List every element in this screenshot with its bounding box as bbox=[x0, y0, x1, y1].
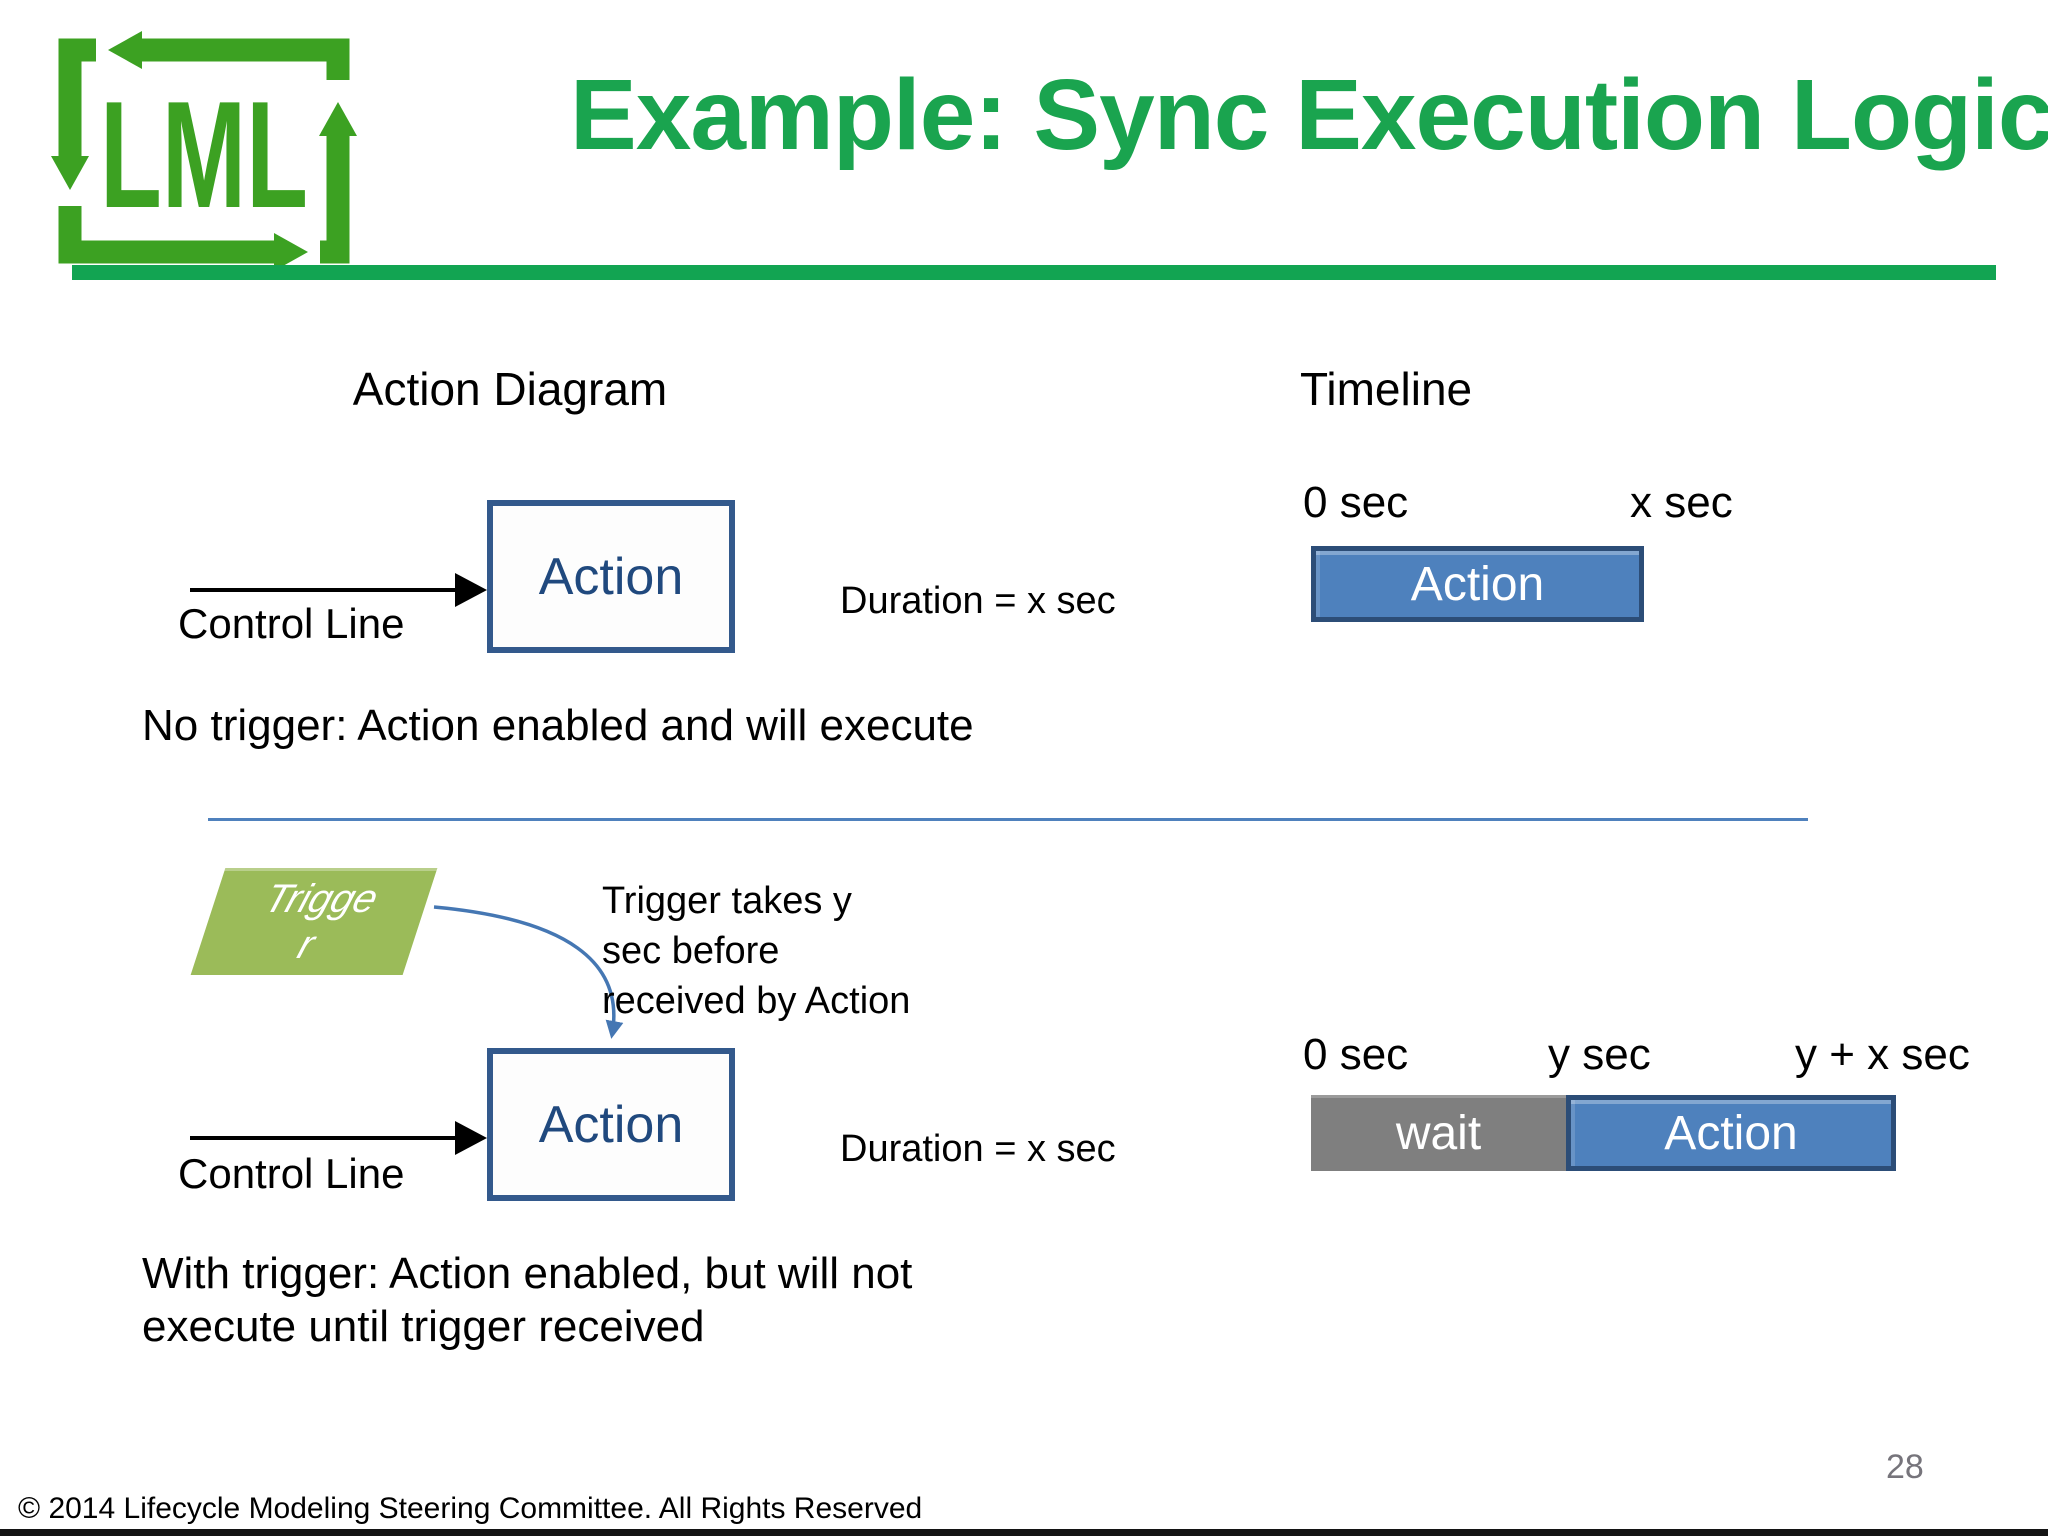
action-box-2: Action bbox=[487, 1048, 735, 1201]
timeline1-action-bar: Action bbox=[1311, 546, 1644, 622]
slide-title: Example: Sync Execution Logic bbox=[570, 59, 2048, 171]
timeline2-wait-bar-label: wait bbox=[1395, 1106, 1482, 1160]
timeline2-mid-label: y sec bbox=[1548, 1030, 1651, 1079]
timeline2-action-bar: Action bbox=[1566, 1095, 1896, 1171]
control-line-label-2: Control Line bbox=[178, 1150, 405, 1197]
trigger-note-line1: Trigger takes y bbox=[602, 880, 852, 922]
trigger-shape: Trigge r bbox=[190, 868, 438, 975]
timeline2-end-label: y + x sec bbox=[1795, 1030, 1970, 1079]
logo-text: LML bbox=[100, 70, 308, 240]
title-underline-rule bbox=[72, 265, 1996, 280]
timeline-heading: Timeline bbox=[1300, 363, 1473, 415]
control-line-arrowhead-2 bbox=[455, 1121, 487, 1155]
copyright-notice: © 2014 Lifecycle Modeling Steering Commi… bbox=[18, 1492, 923, 1525]
timeline2-wait-bar: wait bbox=[1311, 1095, 1566, 1171]
trigger-label-line2: r bbox=[292, 922, 321, 967]
action-box-label-2: Action bbox=[538, 1095, 684, 1154]
action-box-label-1: Action bbox=[538, 547, 684, 606]
trigger-note: Trigger takes y sec before received by A… bbox=[602, 876, 910, 1026]
control-line-2 bbox=[190, 1136, 458, 1140]
timeline1-action-bar-label: Action bbox=[1410, 557, 1545, 611]
trigger-arrow bbox=[433, 905, 624, 1039]
logo-arrowheads bbox=[51, 31, 357, 271]
control-line-1 bbox=[190, 588, 458, 592]
scenario2-caption-line1: With trigger: Action enabled, but will n… bbox=[142, 1249, 913, 1298]
bottom-edge-bar bbox=[0, 1529, 2048, 1536]
duration-label-1: Duration = x sec bbox=[840, 580, 1116, 622]
timeline2-action-bar-label: Action bbox=[1664, 1106, 1798, 1160]
timeline2-start-label: 0 sec bbox=[1303, 1030, 1409, 1079]
scenario2-caption-line2: execute until trigger received bbox=[142, 1301, 705, 1351]
duration-label-2: Duration = x sec bbox=[840, 1128, 1116, 1170]
timeline1-start-label: 0 sec bbox=[1303, 478, 1409, 527]
page-number: 28 bbox=[1886, 1448, 1924, 1486]
scenario1-caption: No trigger: Action enabled and will exec… bbox=[142, 701, 974, 750]
timeline1-end-label: x sec bbox=[1630, 478, 1733, 527]
action-diagram-heading: Action Diagram bbox=[352, 363, 668, 415]
section-divider bbox=[208, 818, 1808, 821]
scenario2-caption: With trigger: Action enabled, but will n… bbox=[142, 1248, 912, 1354]
trigger-label-line1: Trigge bbox=[259, 876, 384, 921]
action-box-1: Action bbox=[487, 500, 735, 653]
trigger-note-line2: sec before bbox=[602, 930, 780, 973]
control-line-arrowhead-1 bbox=[455, 573, 487, 607]
lml-logo-icon: LML bbox=[51, 31, 357, 271]
control-line-label-1: Control Line bbox=[178, 600, 405, 647]
trigger-note-line3: received by Action bbox=[602, 980, 911, 1023]
